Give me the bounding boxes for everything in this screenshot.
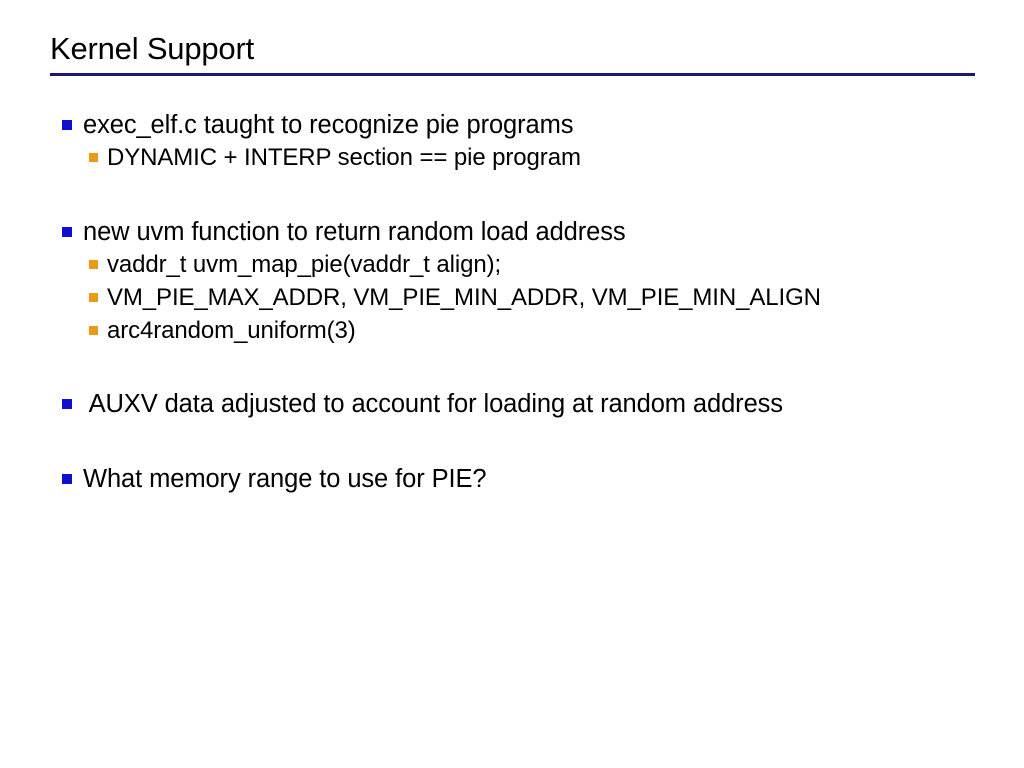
bullet-level1-label: exec_elf.c taught to recognize pie progr… <box>83 111 574 139</box>
bullet-level2-label: arc4random_uniform(3) <box>107 317 356 344</box>
square-bullet-icon <box>62 474 72 484</box>
title-underline-rule <box>50 73 975 76</box>
square-bullet-icon <box>62 120 72 130</box>
square-bullet-icon <box>62 399 72 409</box>
bullet-level2-uvm-map-pie: vaddr_t uvm_map_pie(vaddr_t align); <box>0 249 1024 282</box>
group-spacer <box>0 348 1024 388</box>
square-bullet-icon <box>89 293 98 302</box>
bullet-level1-what-memory-range: What memory range to use for PIE? <box>0 463 1024 496</box>
bullet-level2-dynamic-interp: DYNAMIC + INTERP section == pie program <box>0 142 1024 175</box>
bullet-level1-label: What memory range to use for PIE? <box>83 465 487 493</box>
square-bullet-icon <box>89 326 98 335</box>
bullet-level1-new-uvm: new uvm function to return random load a… <box>0 216 1024 249</box>
square-bullet-icon <box>89 153 98 162</box>
page-title: Kernel Support <box>50 31 254 66</box>
bullet-level1-label: new uvm function to return random load a… <box>83 218 626 246</box>
bullet-level2-label: vaddr_t uvm_map_pie(vaddr_t align); <box>107 251 502 278</box>
bullet-level1-exec-elf: exec_elf.c taught to recognize pie progr… <box>0 109 1024 142</box>
bullet-level1-label: AUXV data adjusted to account for loadin… <box>83 390 783 418</box>
group-spacer <box>0 421 1024 463</box>
bullet-level2-label: DYNAMIC + INTERP section == pie program <box>107 144 581 171</box>
group-spacer <box>0 175 1024 216</box>
square-bullet-icon <box>89 260 98 269</box>
bullet-list: exec_elf.c taught to recognize pie progr… <box>0 109 1024 496</box>
bullet-level1-auxv-data: AUXV data adjusted to account for loadin… <box>0 388 1024 421</box>
bullet-level2-label: VM_PIE_MAX_ADDR, VM_PIE_MIN_ADDR, VM_PIE… <box>107 284 821 311</box>
square-bullet-icon <box>62 227 72 237</box>
bullet-level2-arc4random-uniform: arc4random_uniform(3) <box>0 315 1024 348</box>
bullet-level2-vm-pie-constants: VM_PIE_MAX_ADDR, VM_PIE_MIN_ADDR, VM_PIE… <box>0 282 1024 315</box>
title-block: Kernel Support <box>50 30 975 76</box>
